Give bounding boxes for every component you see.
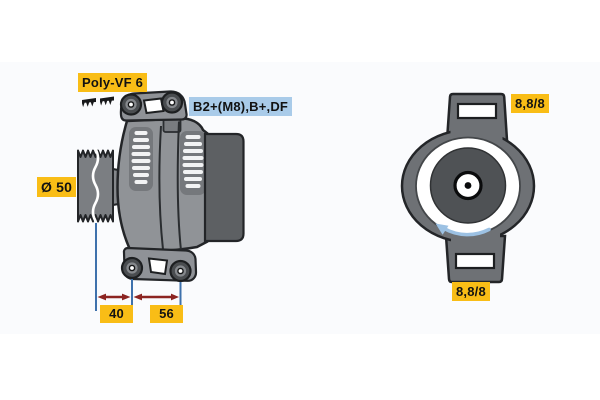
housing-seam-front xyxy=(158,125,164,250)
lug-eye-left xyxy=(120,256,144,280)
top-mounting-lug xyxy=(119,90,188,122)
lug-slot-hole xyxy=(142,97,165,115)
lug-eye-left xyxy=(119,93,143,116)
bottom-mounting-lug xyxy=(120,246,198,283)
dimension-label-56: 56 xyxy=(150,305,183,323)
housing-seam-rear xyxy=(176,121,182,251)
lug-eye-right xyxy=(169,259,192,283)
terminal-designation-label: B2+(M8),B+,DF xyxy=(189,97,293,116)
shaft-center-dot xyxy=(464,182,472,189)
lug-slot-bottom xyxy=(454,252,496,270)
rear-cover xyxy=(203,132,245,243)
dimension-label-40: 40 xyxy=(100,305,133,323)
lug-slot-hole xyxy=(147,257,169,276)
pulley-break-line xyxy=(91,147,100,223)
dimension-arrow-56 xyxy=(133,293,179,301)
pulley-diameter-label: Ø 50 xyxy=(37,177,77,197)
vent-slots-front xyxy=(129,127,153,191)
belt-type-label: Poly-VF 6 xyxy=(78,73,148,92)
bolt-spec-label-top: 8,8/8 xyxy=(511,94,549,113)
lug-eye-right xyxy=(160,91,184,114)
alternator-side-view xyxy=(77,90,245,311)
poly-v-belt-profile-icon xyxy=(82,96,114,108)
dimension-arrow-40 xyxy=(97,293,131,301)
lug-slot-top xyxy=(456,102,498,120)
alternator-rear-view xyxy=(400,92,536,284)
counterclockwise-rotation-arrow-icon xyxy=(435,223,491,237)
bolt-spec-label-bottom: 8,8/8 xyxy=(452,282,490,301)
vent-slots-rear xyxy=(180,131,206,195)
